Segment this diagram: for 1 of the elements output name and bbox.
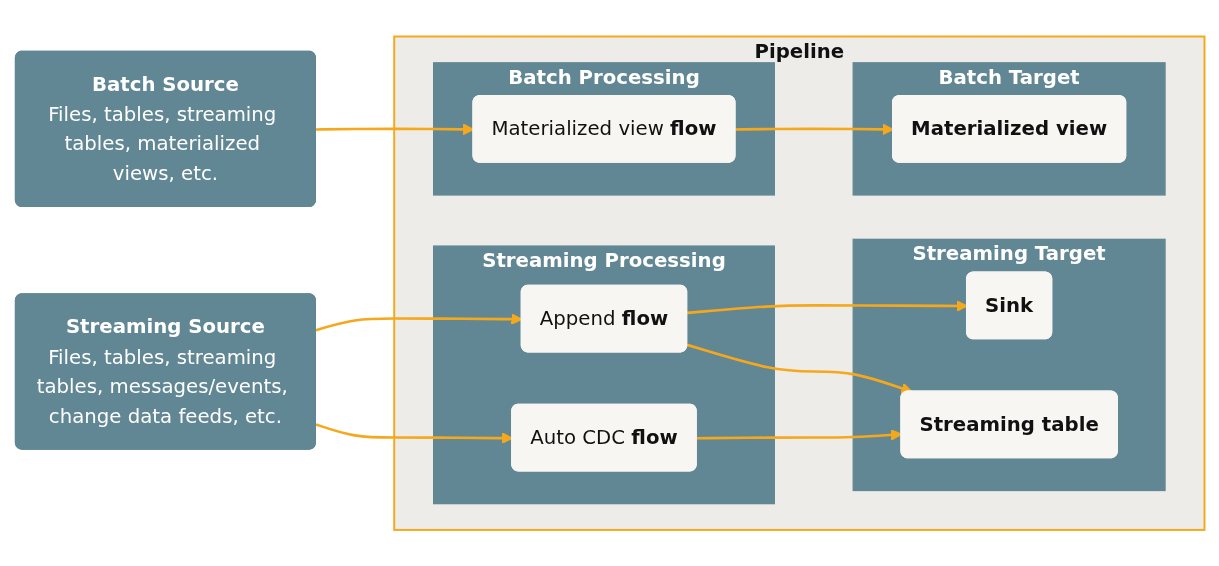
arrow: [686, 343, 912, 394]
